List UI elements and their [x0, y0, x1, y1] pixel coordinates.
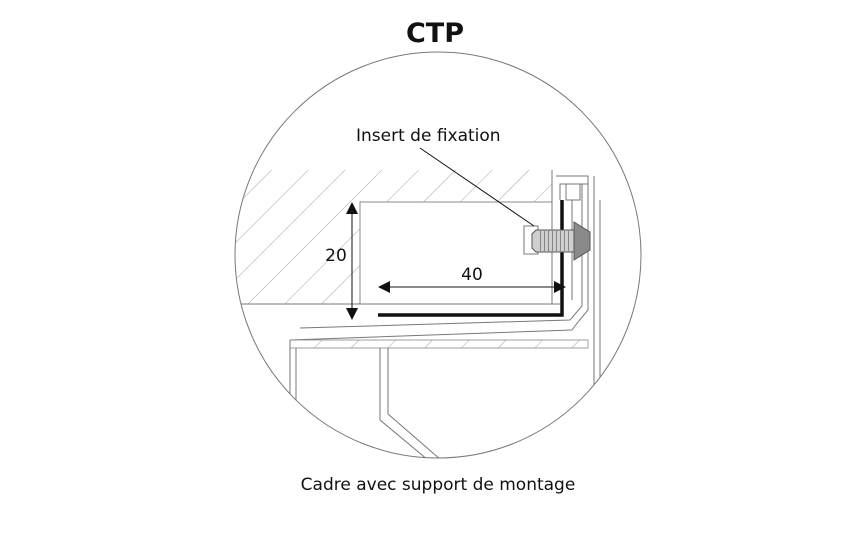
diagram-caption: Cadre avec support de montage: [301, 475, 576, 495]
dimension-vertical: 20: [325, 202, 358, 320]
insert-leader-line: [419, 147, 535, 227]
diagram-title: CTP: [406, 18, 464, 49]
dimension-horizontal: 40: [378, 265, 566, 293]
dimension-vertical-value: 20: [325, 246, 347, 266]
fixing-insert: [523, 221, 591, 261]
dimension-horizontal-value: 40: [461, 265, 483, 285]
frame-profile: [289, 175, 601, 458]
insert-label: Insert de fixation: [356, 126, 501, 146]
